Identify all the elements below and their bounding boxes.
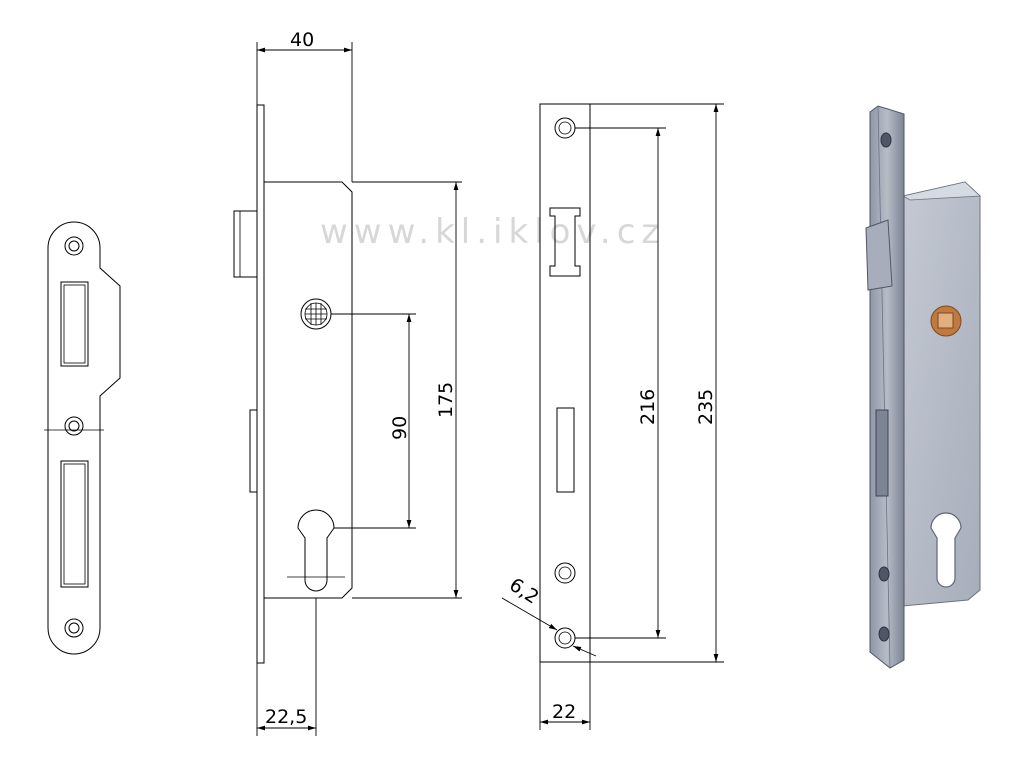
strike-plate <box>44 221 121 655</box>
front-screw-hole-lower-inner <box>558 566 572 580</box>
dim-label-handle-to-cylinder: 90 <box>389 416 411 440</box>
dim-label-screw-spacing: 216 <box>637 389 659 425</box>
watermark-text: www.kl.iklov.cz <box>320 212 665 252</box>
front-latch-opening <box>549 207 581 277</box>
strike-screw-hole-top <box>64 236 84 256</box>
front-screw-hole-bottom <box>554 627 576 649</box>
render-dead-bolt <box>875 409 889 497</box>
dim-label-lock-body-height: 175 <box>435 382 457 418</box>
front-dead-bolt-opening <box>556 407 575 493</box>
side-faceplate <box>256 104 265 664</box>
strike-screw-hole-top-inner <box>68 240 80 252</box>
strike-bolt-opening-inner <box>63 463 86 585</box>
strike-plate-outline <box>47 221 121 655</box>
side-cylinder-cutout <box>297 509 335 592</box>
render-screw-hole-bottom <box>878 626 890 642</box>
front-screw-hole-lower <box>554 562 576 584</box>
lock-3d-render <box>865 105 981 669</box>
render-latch-bolt <box>865 219 893 291</box>
render-lock-body-top <box>901 181 981 201</box>
render-cylinder-cutout <box>930 512 962 588</box>
strike-bolt-opening <box>60 460 89 588</box>
strike-screw-hole-middle-inner <box>68 420 80 432</box>
side-lock-body <box>263 181 353 599</box>
strike-latch-opening-inner <box>63 284 86 364</box>
render-follower-square <box>937 312 954 329</box>
dim-label-faceplate-length: 235 <box>695 389 717 425</box>
render-screw-hole-lower <box>878 566 890 582</box>
strike-latch-opening <box>60 281 89 367</box>
side-handle-follower <box>300 298 332 330</box>
faceplate-front-view: 216 235 22 6,2 <box>501 103 724 730</box>
front-screw-hole-bottom-inner <box>558 631 572 645</box>
strike-screw-hole-bottom-inner <box>68 622 80 634</box>
render-screw-hole-top <box>880 132 892 148</box>
strike-screw-hole-bottom <box>64 618 84 638</box>
render-faceplate <box>869 105 905 669</box>
front-screw-hole-top-inner <box>558 121 572 135</box>
front-screw-hole-top <box>554 117 576 139</box>
dim-leader-62 <box>501 597 558 631</box>
dim-label-backset: 22,5 <box>265 706 307 728</box>
dim-label-faceplate-width: 22 <box>552 701 576 723</box>
front-faceplate-outline <box>539 103 591 663</box>
strike-screw-hole-middle <box>64 416 84 436</box>
dim-label-body-depth: 40 <box>290 29 314 51</box>
side-latch-bolt <box>233 210 258 278</box>
dim-leader-62-out <box>572 645 597 657</box>
lock-side-view: 40 175 90 22,5 <box>233 29 462 736</box>
side-dead-bolt <box>249 409 258 493</box>
